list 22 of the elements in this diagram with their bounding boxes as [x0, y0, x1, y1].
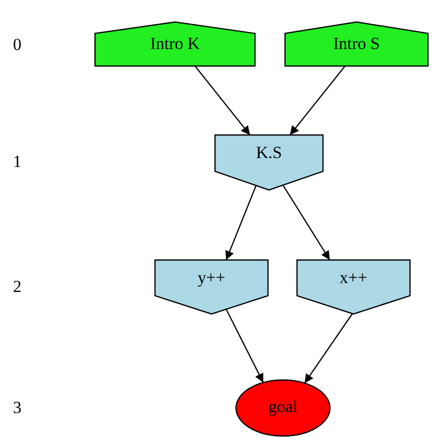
node-label: y++: [196, 268, 226, 288]
rank-number: 1: [13, 152, 22, 172]
arrow: [289, 66, 346, 136]
node-label: x++: [338, 268, 368, 288]
node-label: goal: [267, 397, 299, 417]
process-shape: [155, 260, 268, 314]
process-shape: [285, 22, 428, 66]
rank-number: 0: [13, 35, 22, 55]
goal-ellipse: [236, 380, 330, 436]
arrow: [194, 66, 250, 136]
arrow: [225, 185, 257, 260]
arrow: [226, 308, 264, 383]
rank-number: 3: [13, 398, 22, 418]
arrow: [282, 184, 330, 260]
node-label: Intro K: [149, 34, 201, 54]
node-label: K.S: [255, 143, 283, 163]
process-shape: [297, 260, 410, 314]
rank-number: 2: [13, 277, 22, 297]
process-shape: [215, 135, 323, 190]
process-shape: [95, 22, 255, 66]
arrow: [304, 313, 353, 384]
node-label: Intro S: [332, 34, 381, 54]
